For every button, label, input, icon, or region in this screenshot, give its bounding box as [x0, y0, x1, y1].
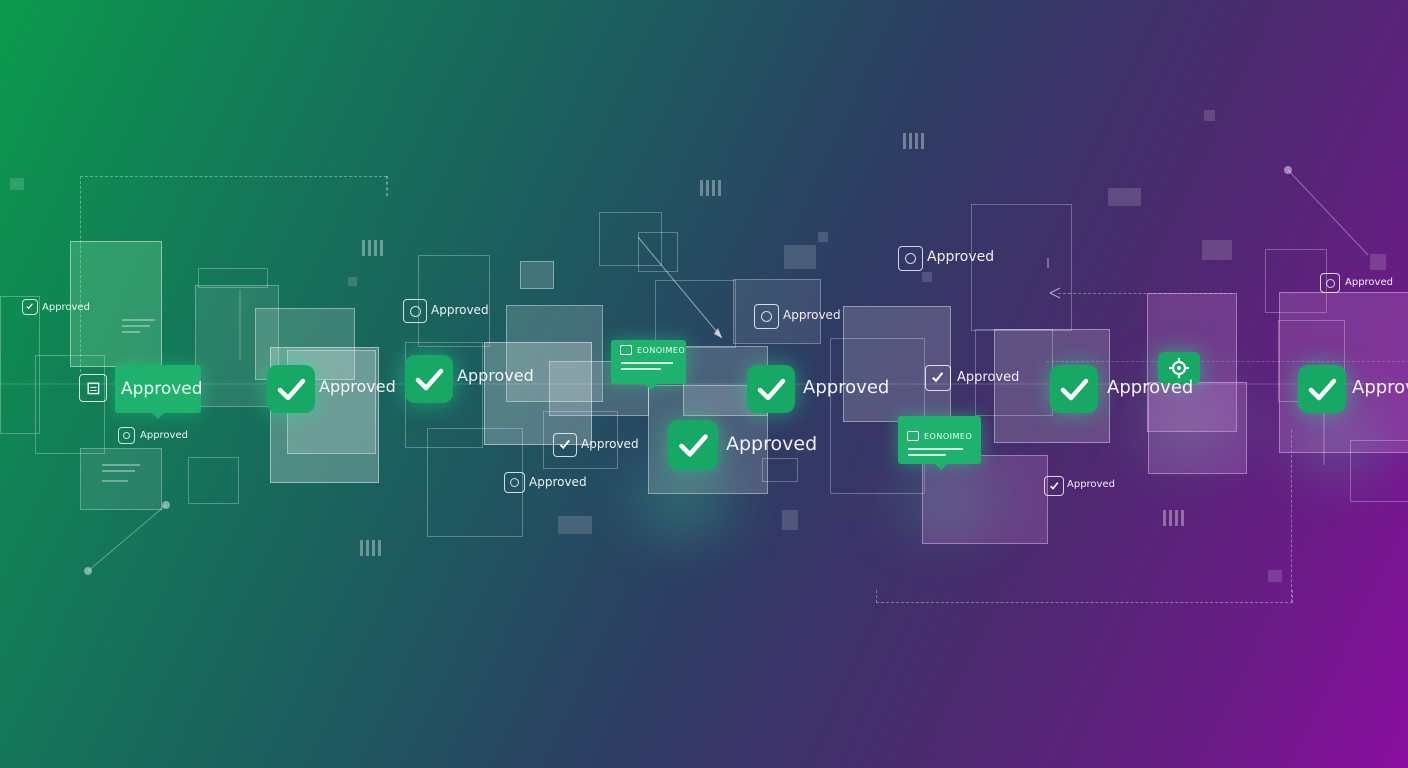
block [784, 245, 816, 269]
dashed-frame [80, 176, 387, 372]
target-icon [1320, 273, 1340, 293]
block [1268, 570, 1282, 582]
dashed-frame [1058, 293, 1232, 294]
check-icon [747, 365, 795, 413]
approved-label: Approved [42, 302, 90, 313]
approved-label: Approved [529, 475, 587, 489]
pill-tail [152, 413, 164, 419]
panel [80, 448, 162, 510]
panel [1148, 382, 1247, 474]
bubble-line [908, 454, 946, 456]
check-icon [1050, 365, 1098, 413]
bubble-text: ΕΟΝΟΙΜΕΟ [924, 432, 973, 441]
target-icon [504, 472, 525, 493]
dashed-frame [1291, 430, 1292, 602]
check-icon [1298, 365, 1346, 413]
panel [638, 232, 678, 272]
approved-label: Approved [457, 366, 534, 385]
panel [35, 355, 105, 454]
panel [484, 342, 592, 445]
approved-label: Approved [121, 379, 203, 399]
check-icon [267, 365, 315, 413]
block [558, 516, 592, 534]
approved-label: Approved [927, 249, 995, 265]
panel [188, 457, 239, 504]
approved-label: Approved [957, 370, 1020, 385]
block [10, 178, 24, 190]
block [922, 272, 932, 282]
target-icon [898, 246, 923, 271]
panel [543, 411, 618, 469]
panel [506, 305, 603, 402]
panel [70, 241, 162, 367]
panel [971, 204, 1072, 331]
approved-label: Approved [140, 430, 188, 441]
bar-cluster [360, 540, 381, 556]
panel [733, 279, 821, 344]
checkbox-icon [22, 299, 38, 315]
panel [418, 255, 490, 347]
block [1108, 188, 1141, 206]
gear-icon [1158, 352, 1200, 384]
panel [520, 261, 554, 289]
panel [843, 306, 951, 422]
approval-bubble: ΕΟΝΟΙΜΕΟ [898, 416, 981, 470]
checkbox-icon [1044, 476, 1064, 496]
approved-label: Approved [726, 433, 818, 455]
bar-cluster [1163, 510, 1184, 526]
bubble-line [621, 362, 673, 364]
bar-cluster [903, 133, 924, 149]
bubble-text: ΕΟΝΟΙΜΕΟ [637, 346, 686, 355]
block [348, 277, 357, 286]
check-icon [668, 420, 718, 470]
block [1204, 110, 1215, 121]
document-icon [79, 374, 107, 402]
bar-cluster [700, 180, 721, 196]
document-icon [620, 345, 632, 355]
dashed-frame [386, 176, 388, 196]
approved-label: Approved [803, 377, 890, 398]
approved-label: Approved [581, 437, 639, 451]
approved-label: Approved [319, 377, 396, 396]
target-icon [403, 299, 427, 323]
approved-label: Approved [1345, 277, 1393, 288]
approved-label: Approved [1107, 377, 1194, 398]
approval-bubble: ΕΟΝΟΙΜΕΟ [611, 340, 686, 390]
dashed-frame [1046, 361, 1408, 362]
document-icon [907, 431, 919, 441]
approved-pill: Approved [115, 365, 203, 413]
panel [198, 268, 268, 288]
panel [762, 458, 798, 482]
bar-cluster [362, 240, 383, 256]
approved-label: Approv [1352, 377, 1408, 398]
checkbox-icon [925, 365, 951, 391]
approved-label: Approved [783, 308, 841, 322]
checkbox-icon [553, 433, 577, 457]
check-icon [405, 355, 453, 403]
panel [655, 280, 736, 348]
block [1370, 254, 1386, 270]
target-icon [118, 427, 135, 444]
approved-label: Approved [431, 303, 489, 317]
panel [427, 428, 523, 537]
panel [599, 212, 662, 266]
block [1202, 240, 1232, 260]
block [818, 232, 828, 242]
bubble-line [908, 448, 963, 450]
target-icon [754, 304, 779, 329]
block [782, 510, 798, 530]
bubble-line [621, 368, 661, 370]
approved-label: Approved [1067, 479, 1115, 490]
panel [195, 285, 279, 407]
dashed-frame [876, 590, 1293, 603]
panel [0, 296, 40, 434]
panel [1350, 440, 1408, 502]
